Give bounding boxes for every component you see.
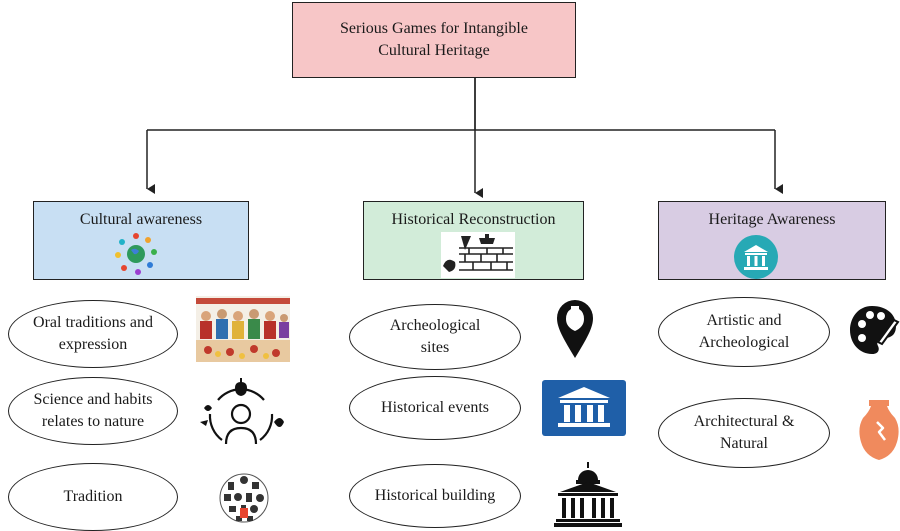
item-label: Tradition <box>63 488 123 505</box>
person-nature-cycle-icon <box>200 378 284 445</box>
item-science-habits: Science and habits relates to nature <box>8 377 178 445</box>
folk-dancers-photo-icon <box>196 296 290 362</box>
category-title: Historical Reconstruction <box>391 211 556 228</box>
category-title: Cultural awareness <box>79 211 203 228</box>
item-historical-events: Historical events <box>349 376 521 440</box>
item-archeological-sites: Archeological sites <box>349 304 521 370</box>
item-label: Science and habits relates to nature <box>33 391 153 430</box>
domed-building-icon <box>554 462 622 527</box>
root-node: Serious Games for Intangible Cultural He… <box>292 2 576 78</box>
item-label: Architectural & Natural <box>693 413 795 452</box>
category-cultural-awareness: Cultural awareness <box>33 201 249 280</box>
tradition-collage-icon <box>219 473 269 523</box>
item-architectural-natural: Architectural & Natural <box>658 398 830 468</box>
item-label: Historical events <box>381 399 489 416</box>
item-artistic-archeological: Artistic and Archeological <box>658 297 830 367</box>
item-label: Artistic and Archeological <box>698 312 790 351</box>
item-tradition: Tradition <box>8 463 178 531</box>
palette-brush-icon <box>850 306 900 354</box>
museum-circle-icon <box>734 235 778 279</box>
brick-wall-icon <box>441 232 515 278</box>
root-title: Serious Games for Intangible Cultural He… <box>340 20 528 59</box>
category-title: Heritage Awareness <box>708 211 836 228</box>
item-label: Historical building <box>374 487 496 504</box>
item-label: Oral traditions and expression <box>33 314 153 353</box>
item-label: Archeological sites <box>389 317 481 356</box>
museum-building-icon <box>542 380 626 436</box>
item-oral-traditions: Oral traditions and expression <box>8 300 178 368</box>
amphora-pin-icon <box>557 300 593 358</box>
broken-vase-icon <box>859 400 899 460</box>
item-historical-building: Historical building <box>349 464 521 528</box>
globe-people-icon <box>115 233 157 275</box>
